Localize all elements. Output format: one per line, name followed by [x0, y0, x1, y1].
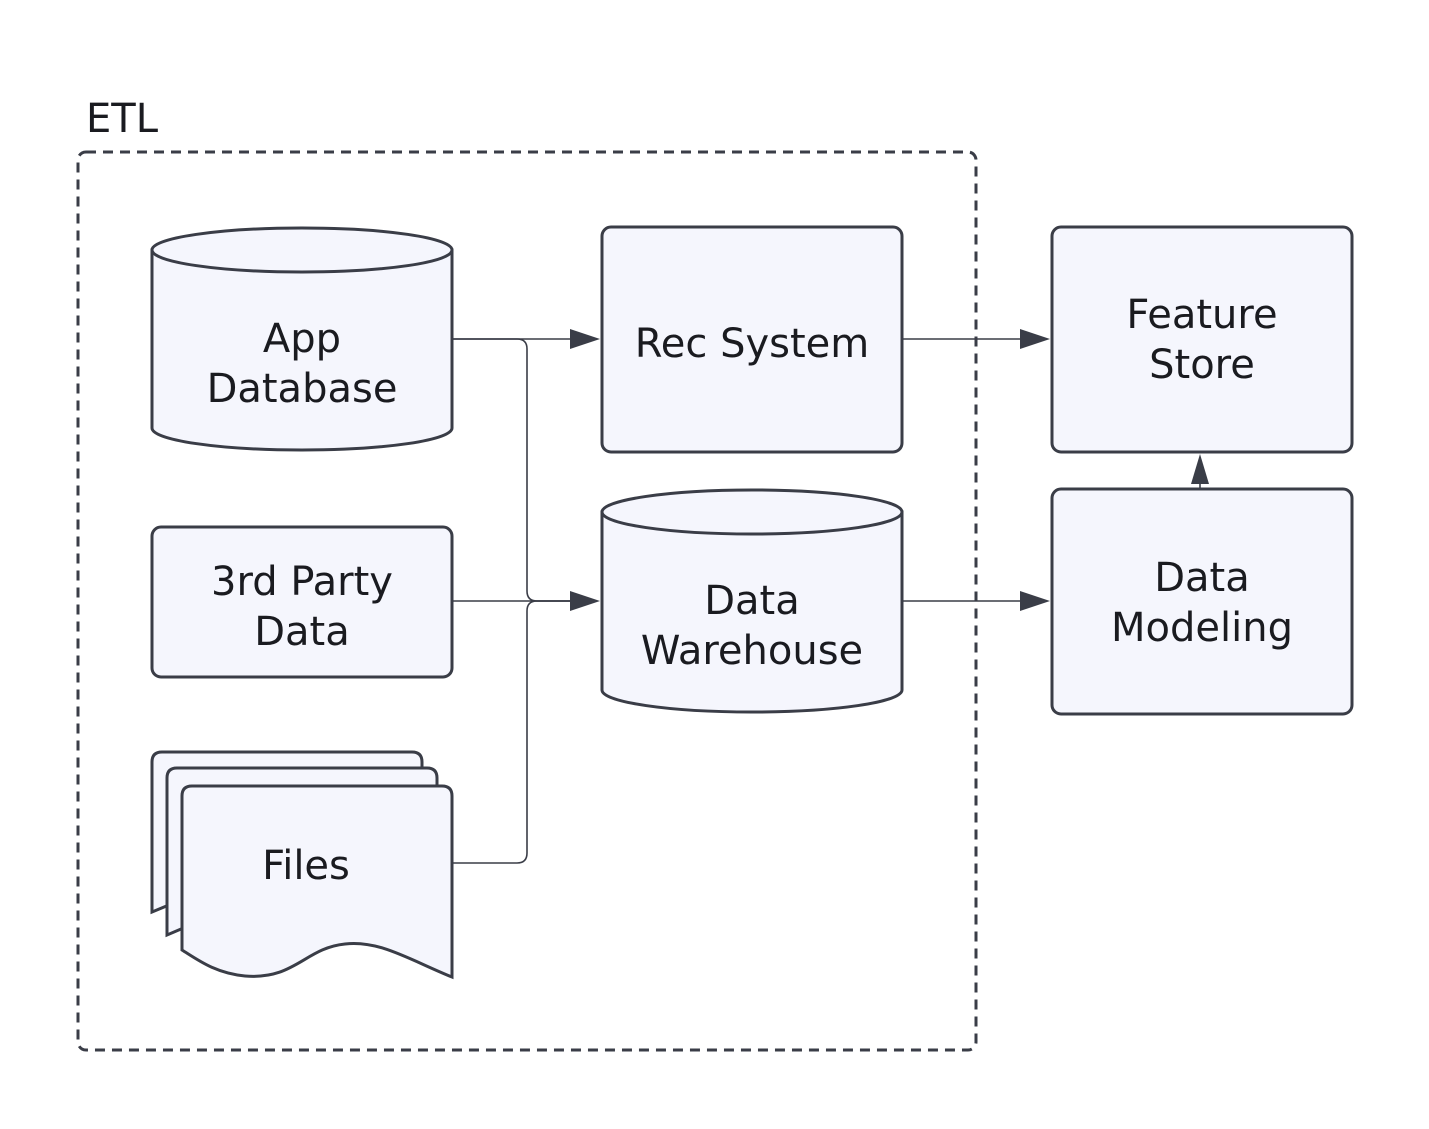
third-party-data-label-line2: Data — [254, 609, 350, 655]
app-database-body — [150, 248, 454, 452]
node-third-party-data[interactable]: 3rd Party Data — [150, 525, 454, 679]
data-modeling-box — [1050, 487, 1354, 716]
node-files[interactable]: Files — [150, 750, 454, 980]
data-warehouse-body — [600, 510, 904, 714]
node-data-modeling[interactable]: Data Modeling — [1050, 487, 1354, 716]
node-rec-system[interactable]: Rec System — [600, 225, 904, 454]
edge-files-to-data-warehouse — [453, 600, 572, 864]
data-warehouse-label-line2: Warehouse — [641, 628, 863, 674]
arrowhead-data-warehouse — [570, 591, 600, 611]
files-label: Files — [262, 843, 350, 889]
data-modeling-label-line1: Data — [1154, 555, 1250, 601]
data-modeling-label-line2: Modeling — [1111, 605, 1293, 651]
etl-group-label: ETL — [86, 96, 159, 142]
node-feature-store[interactable]: Feature Store — [1050, 225, 1354, 454]
app-database-top — [150, 226, 454, 274]
third-party-data-label-line1: 3rd Party — [211, 559, 393, 605]
edges — [453, 329, 1209, 864]
rec-system-label: Rec System — [635, 321, 869, 367]
feature-store-label-line1: Feature — [1126, 292, 1277, 338]
rec-system-box — [600, 225, 904, 454]
app-database-label-line1: App — [263, 316, 341, 362]
node-app-database[interactable]: App Database — [150, 226, 454, 452]
edge-app-database-to-data-warehouse — [453, 338, 572, 602]
feature-store-box — [1050, 225, 1354, 454]
arrowhead-feature-store-left — [1020, 329, 1050, 349]
feature-store-label-line2: Store — [1149, 342, 1255, 388]
data-warehouse-top — [600, 488, 904, 536]
arrowhead-rec-system — [570, 329, 600, 349]
third-party-data-box — [150, 525, 454, 679]
arrowhead-feature-store-bottom — [1191, 454, 1209, 484]
arrowhead-data-modeling — [1020, 591, 1050, 611]
node-data-warehouse[interactable]: Data Warehouse — [600, 488, 904, 714]
app-database-label-line2: Database — [207, 366, 398, 412]
data-warehouse-label-line1: Data — [704, 578, 800, 624]
files-sheet-front — [180, 784, 454, 980]
